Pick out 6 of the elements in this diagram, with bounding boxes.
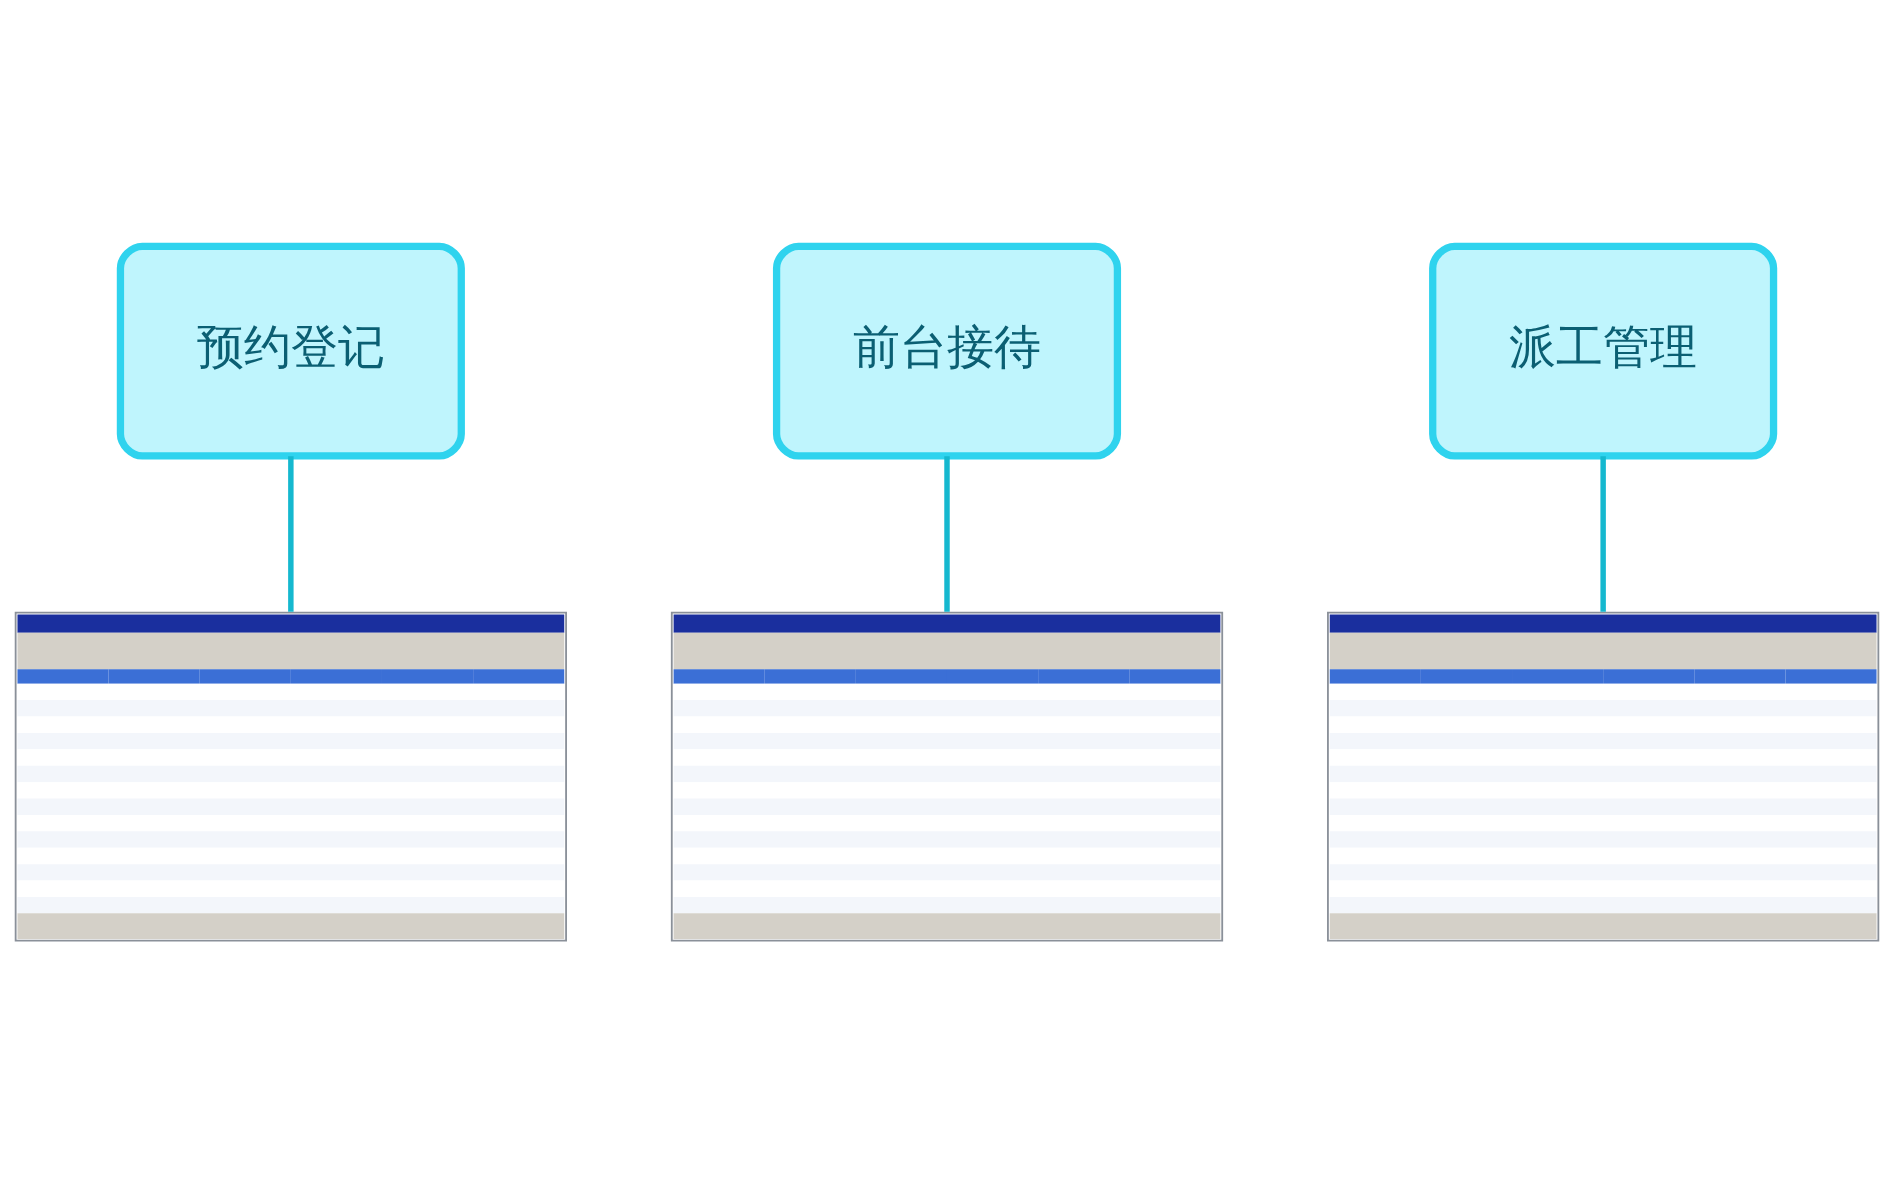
connector — [1600, 456, 1606, 612]
node-box: 预约登记 — [116, 242, 465, 460]
node-box: 派工管理 — [1429, 242, 1778, 460]
connector — [944, 456, 950, 612]
node-box: 前台接待 — [772, 242, 1122, 460]
connector — [288, 456, 294, 612]
